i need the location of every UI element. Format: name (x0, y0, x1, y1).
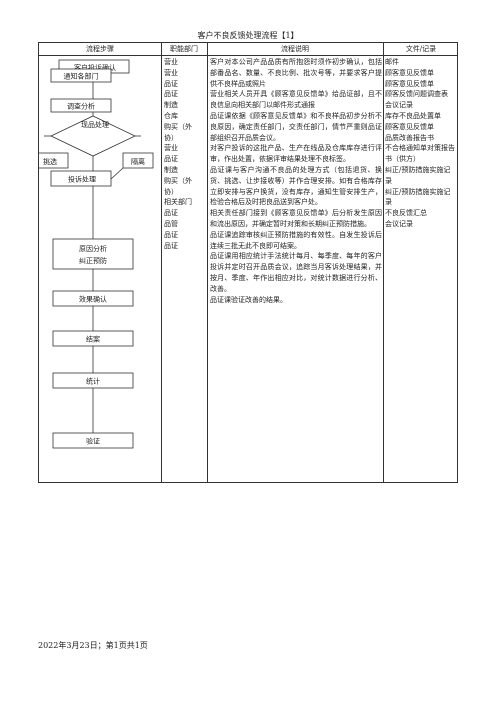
flow-text-statistics: 统计 (86, 377, 100, 386)
description-paragraph: 品证课依据《顾客意见反馈单》和不良样品初步分析不良原因，确定责任部门，交责任部门… (210, 111, 382, 142)
record-item: 顾客意见反馈单 (385, 68, 434, 77)
description-paragraph: 客户对本公司产品品质有所抱怨时须作初步确认，包括部番品名、数量、不良比例、批次号… (210, 58, 382, 88)
flow-text-customer-confirm: 客户投诉确认 (74, 63, 116, 72)
flow-box-isolate (122, 152, 154, 169)
department-item: 品证 (164, 155, 178, 164)
header-records: 文件/记录 (405, 45, 437, 53)
flow-box-investigate (50, 98, 112, 113)
department-item: 制造 (164, 165, 178, 174)
flow-text-analysis: 原因分析 (79, 244, 107, 253)
record-item: 不良反馈汇总 (385, 209, 427, 218)
record-item: 不合格通知单对策报告书（供方） (385, 144, 455, 164)
flow-text-prevention: 纠正预防 (79, 256, 107, 265)
description-paragraph: 品证课与客户沟通不良品的处理方式（包括退货、换货、挑选、让步接收等）并作合理安排… (210, 165, 382, 207)
flow-box-select (39, 152, 69, 169)
flow-text-close: 结案 (86, 335, 100, 344)
flow-box-notify (50, 68, 112, 83)
department-item: 营业 (164, 58, 178, 66)
description-paragraph: 品证课验证改善的结果。 (210, 295, 287, 304)
department-item: 购买（外 (164, 176, 192, 185)
flow-box-close (52, 330, 134, 347)
department-item: 营业 (164, 144, 178, 153)
header-description: 流程说明 (281, 45, 309, 53)
department-item: 制造 (164, 101, 178, 110)
record-item: 顾客反馈问题调查表 (385, 90, 448, 99)
table-header-row: 流程步骤 职能部门 流程说明 文件/记录 (39, 43, 457, 56)
document-title: 客户不良反馈处理流程【1】 (197, 31, 299, 40)
record-item: 纠正/预防措施实施记录 (385, 165, 451, 185)
department-item: 相关部门 (164, 198, 192, 207)
department-item: 营业 (164, 68, 178, 77)
record-item: 会议记录 (385, 219, 413, 228)
flow-text-isolate: 隔离 (131, 157, 145, 166)
department-item: 品管 (164, 219, 178, 228)
flow-box-statistics (52, 372, 134, 389)
flow-box-effect (52, 290, 134, 307)
flow-text-notify: 通知各部门 (64, 72, 99, 81)
department-item: 品证 (164, 209, 178, 218)
header-flow-steps: 流程步骤 (86, 45, 114, 53)
record-item: 邮件 (385, 58, 399, 66)
department-item: 协） (164, 187, 178, 196)
department-column: 营业营业品证品证制造仓库购买（外协）营业品证制造购买（外协）相关部门品证品管品证… (164, 57, 206, 251)
record-item: 会议记录 (385, 101, 413, 110)
flow-text-complaint: 投诉处理 (68, 175, 96, 184)
flow-text-effect: 效果确认 (79, 295, 107, 304)
department-item: 购买（外 (164, 122, 192, 131)
record-item: 顾客意见反馈单 (385, 79, 434, 88)
header-department: 职能部门 (170, 45, 198, 53)
department-item: 协） (164, 133, 178, 142)
process-table: 流程步骤 职能部门 流程说明 文件/记录 客户投诉确认 通知各部门 调查分析 现… (38, 42, 458, 483)
flow-box-verify (52, 432, 134, 449)
column-divider (383, 43, 384, 482)
page-footer: 2022年3月23日；第1页共1页 (38, 641, 148, 650)
description-paragraph: 对客户投诉的这批产品、生产在线品及仓库库存进行评审，作出处置，依据评审结果处理不… (210, 144, 382, 164)
description-column: 客户对本公司产品品质有所抱怨时须作初步确认，包括部番品名、数量、不良比例、批次号… (210, 57, 382, 305)
flow-text-verify: 验证 (86, 437, 100, 446)
department-item: 仓库 (164, 111, 178, 120)
flow-diamond-disposal (50, 115, 136, 157)
column-divider (161, 43, 162, 482)
record-item: 纠正/预防措施实施记录 (385, 187, 451, 207)
department-item: 品证 (164, 230, 178, 239)
description-paragraph: 相关责任部门接到《顾客意见反馈单》后分析发生原因和流出原因，并确定暂时对策和长期… (210, 209, 382, 228)
flow-box-analysis (52, 238, 134, 270)
records-column: 邮件顾客意见反馈单顾客意见反馈单顾客反馈问题调查表会议记录库存不良品处置单顾客意… (385, 57, 457, 230)
flow-text-disposal: 现品处理 (81, 120, 109, 129)
description-paragraph: 品证课用相应统计手法统计每月、每季度、每年的客户投诉并定时召开品质会议，追踪当月… (210, 252, 382, 293)
department-item: 品证 (164, 90, 178, 99)
record-item: 顾客意见反馈单 (385, 122, 434, 131)
department-item: 品证 (164, 79, 178, 88)
department-item: 品证 (164, 241, 178, 250)
record-item: 库存不良品处置单 (385, 111, 441, 120)
column-divider (207, 43, 208, 482)
description-paragraph: 品证课追踪审核纠正预防措施的有效性。自发生投诉后连续三批无此不良即可结案。 (210, 230, 382, 250)
flow-text-investigate: 调查分析 (67, 102, 95, 111)
flow-text-select: 挑选 (43, 157, 57, 166)
flowchart: 客户投诉确认 通知各部门 调查分析 现品处理 挑选 隔离 投诉处理 原因分析 纠… (39, 59, 154, 449)
description-paragraph: 营业相关人员开具《顾客意见反馈单》给品证部，且不良信息向相关部门以邮件形式通报 (210, 90, 382, 110)
record-item: 品质改善报告书 (385, 133, 434, 142)
